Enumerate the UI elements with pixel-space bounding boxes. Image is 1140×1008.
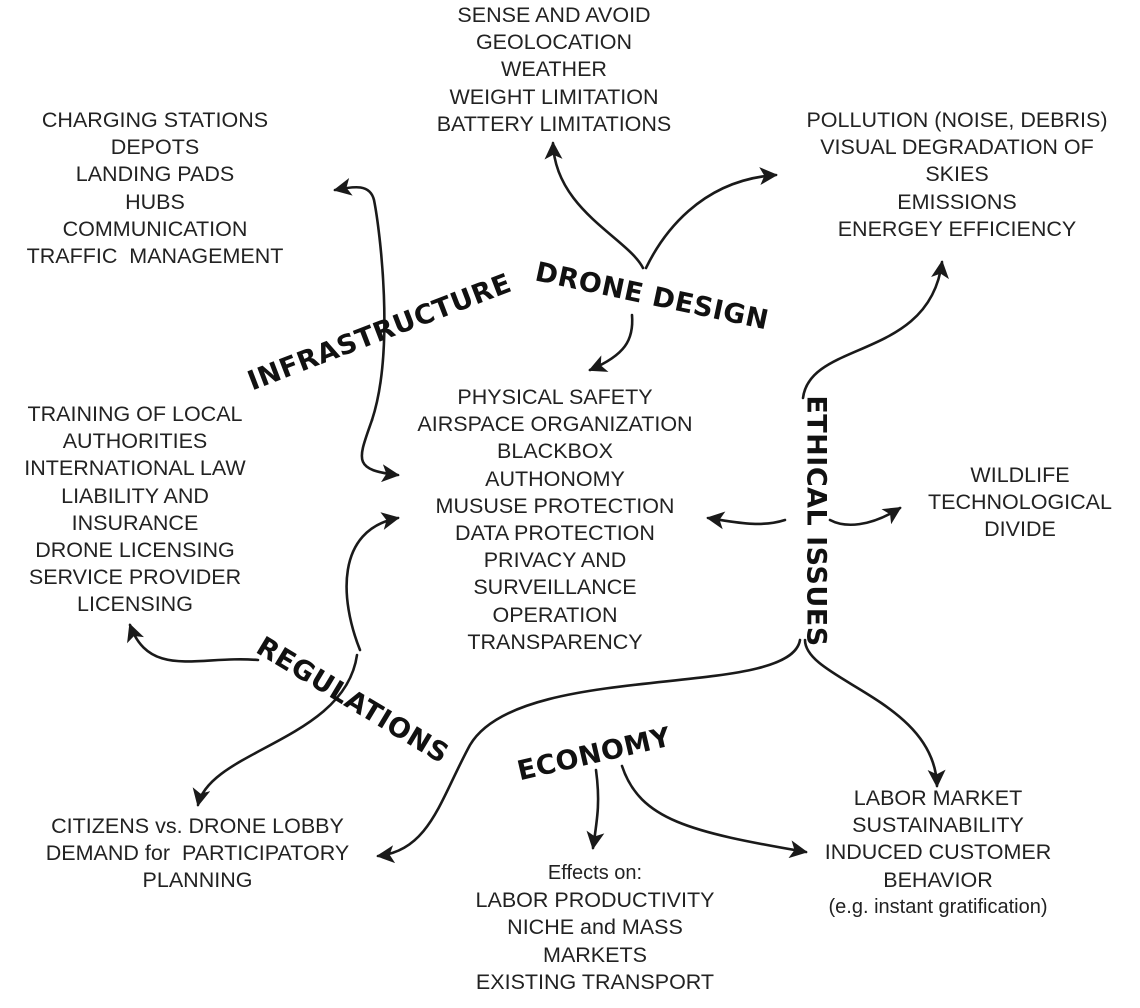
list-item: PLANNING xyxy=(142,868,253,893)
list-item: WEIGHT LIMITATION xyxy=(449,84,659,109)
list-item: SERVICE PROVIDER xyxy=(28,565,242,590)
list-item: TRAFFIC MANAGEMENT xyxy=(26,244,284,269)
list-item: POLLUTION (NOISE, DEBRIS) xyxy=(806,108,1108,132)
list-item: EMISSIONS xyxy=(897,189,1017,214)
infrastructure-list: CHARGING STATIONS DEPOTS LANDING PADS HU… xyxy=(5,107,305,270)
arrow-ethics-to-social xyxy=(828,506,902,526)
list-item: CHARGING STATIONS xyxy=(41,108,269,132)
list-item: PRIVACY AND xyxy=(483,548,627,573)
list-item: INTERNATIONAL LAW xyxy=(24,456,246,481)
list-item: SENSE AND AVOID xyxy=(457,3,651,27)
list-item: WEATHER xyxy=(501,57,607,82)
regulation-list: TRAINING OF LOCAL AUTHORITIES INTERNATIO… xyxy=(2,401,268,619)
environment-list: POLLUTION (NOISE, DEBRIS) VISUAL DEGRADA… xyxy=(780,107,1134,243)
list-item: COMMUNICATION xyxy=(62,216,248,241)
list-item: GEOLOCATION xyxy=(475,30,633,55)
list-item: NICHE and MASS xyxy=(507,915,683,940)
labor-list: LABOR MARKET SUSTAINABILITY INDUCED CUST… xyxy=(800,785,1076,921)
arrow-economy-to-labor xyxy=(620,764,808,859)
list-item: LANDING PADS xyxy=(75,162,235,187)
list-item: INSURANCE xyxy=(71,510,199,535)
list-item: TRAINING OF LOCAL xyxy=(27,402,243,426)
list-item: DEPOTS xyxy=(110,135,200,160)
arrow-regulations-to-central xyxy=(345,512,400,652)
list-item: MUSUSE PROTECTION xyxy=(435,493,675,518)
list-note: (e.g. instant gratification) xyxy=(828,895,1048,918)
arrow-economy-to-effects xyxy=(586,768,605,850)
list-item: DIVIDE xyxy=(984,517,1056,542)
arrow-infrastructure-to-items xyxy=(333,177,386,422)
list-item: SKIES xyxy=(925,162,989,187)
central-list: PHYSICAL SAFETY AIRSPACE ORGANIZATION BL… xyxy=(395,384,715,656)
economy-effects-list: Effects on: LABOR PRODUCTIVITY NICHE and… xyxy=(450,860,740,996)
list-item: BATTERY LIMITATIONS xyxy=(436,111,672,136)
list-item: BEHAVIOR xyxy=(883,867,993,892)
list-item: LABOR PRODUCTIVITY xyxy=(475,888,715,913)
arrow-ethics-to-environment xyxy=(801,260,949,400)
list-item: PHYSICAL SAFETY xyxy=(457,385,653,409)
arrow-regulations-to-items xyxy=(127,623,260,663)
list-item: OPERATION xyxy=(492,602,618,627)
list-lead: Effects on: xyxy=(547,862,643,884)
list-item: EXISTING TRANSPORT xyxy=(475,969,715,994)
arrow-ethics-to-central xyxy=(706,511,787,530)
list-item: LABOR MARKET xyxy=(853,786,1023,810)
list-item: ENERGEY EFFICIENCY xyxy=(837,216,1077,241)
list-item: SURVEILLANCE xyxy=(473,575,637,600)
arrow-design-to-central xyxy=(588,313,634,372)
list-item: MARKETS xyxy=(543,942,647,967)
arrow-regulations-to-participation xyxy=(192,653,359,807)
topic-ethical-issues: ETHICAL ISSUES xyxy=(800,395,832,647)
list-item: WILDLIFE xyxy=(970,463,1070,487)
list-item: AIRSPACE ORGANIZATION xyxy=(417,412,693,437)
list-item: TECHNOLOGICAL xyxy=(928,490,1112,515)
list-item: BLACKBOX xyxy=(497,439,613,464)
drone-design-list: SENSE AND AVOID GEOLOCATION WEATHER WEIG… xyxy=(404,2,704,138)
list-item: DATA PROTECTION xyxy=(455,521,655,546)
list-item: DEMAND for PARTICIPATORY xyxy=(45,841,350,866)
arrow-design-to-environment xyxy=(644,167,778,270)
list-item: AUTHORITIES xyxy=(62,429,208,454)
list-item: DRONE LICENSING xyxy=(35,538,235,563)
arrow-ethics-to-participation xyxy=(376,638,802,864)
list-item: HUBS xyxy=(125,189,185,214)
list-item: TRANSPARENCY xyxy=(467,629,643,654)
list-item: AUTHONOMY xyxy=(485,466,625,491)
arrow-infrastructure-to-central xyxy=(360,418,400,483)
list-item: CITIZENS vs. DRONE LOBBY xyxy=(51,814,344,838)
list-item: SUSTAINABILITY xyxy=(852,813,1024,838)
list-item: LIABILITY AND xyxy=(61,483,209,508)
arrow-ethics-to-labor xyxy=(803,638,946,788)
list-item: LICENSING xyxy=(77,592,193,617)
list-item: VISUAL DEGRADATION OF xyxy=(820,135,1094,160)
list-item: INDUCED CUSTOMER xyxy=(824,840,1052,865)
participation-list: CITIZENS vs. DRONE LOBBY DEMAND for PART… xyxy=(25,813,370,895)
arrow-design-to-specs xyxy=(544,141,645,270)
social-list: WILDLIFE TECHNOLOGICAL DIVIDE xyxy=(900,462,1140,544)
